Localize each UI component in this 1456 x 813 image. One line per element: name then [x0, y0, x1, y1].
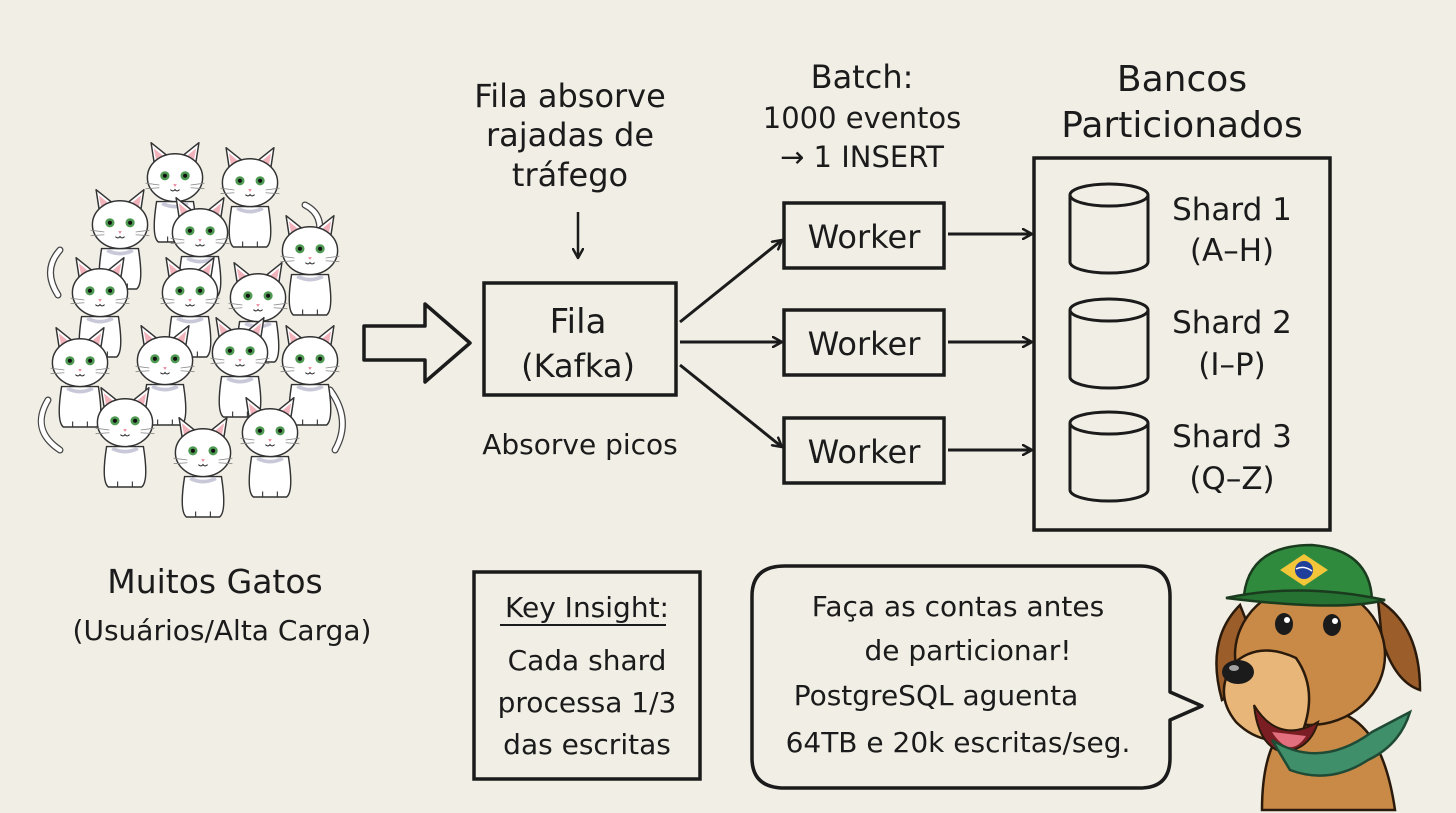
cats-title: Muitos Gatos — [107, 562, 322, 601]
shard-2-range: (I–P) — [1198, 347, 1266, 383]
batch-title: Batch: — [811, 58, 914, 96]
shard-3-range: (Q–Z) — [1189, 461, 1274, 497]
hollow-arrow-to-queue — [362, 302, 472, 384]
worker-label-2: Worker — [808, 325, 922, 363]
insight-line1: Cada shard — [508, 644, 667, 677]
insight-title: Key Insight: — [505, 591, 669, 624]
databases-box — [1032, 156, 1332, 532]
worker-label-3: Worker — [808, 433, 922, 471]
insight-box — [472, 570, 702, 781]
queue-caption: Absorve picos — [482, 428, 678, 461]
shard-3-cylinder-icon — [1068, 410, 1150, 503]
shard-2-name: Shard 2 — [1172, 305, 1292, 341]
insight-line3: das escritas — [503, 728, 671, 761]
worker-box-2 — [782, 308, 946, 377]
queue-subtitle: (Kafka) — [521, 347, 635, 385]
batch-line1: 1000 eventos — [763, 101, 961, 135]
shard-2-cylinder-icon — [1068, 297, 1150, 390]
shard-1-cylinder-icon — [1068, 182, 1150, 275]
databases-title-line2: Particionados — [1061, 105, 1302, 146]
worker-box-3 — [782, 416, 946, 485]
worker-label-1: Worker — [808, 218, 922, 256]
queue-note-line2: rajadas de — [486, 116, 654, 154]
queue-to-worker1-arrow — [679, 240, 782, 324]
queue-note-line3: tráfego — [512, 156, 628, 194]
speech-line2: de particionar! — [864, 634, 1071, 667]
speech-line4: 64TB e 20k escritas/seg. — [786, 726, 1131, 759]
databases-title-line1: Bancos — [1117, 59, 1247, 100]
queue-note-line1: Fila absorve — [474, 77, 666, 115]
queue-title: Fila — [550, 302, 607, 342]
dog-mascot-illustration — [1215, 543, 1422, 812]
speech-bubble — [750, 564, 1204, 790]
speech-line1: Faça as contas antes — [812, 590, 1104, 623]
queue-box — [482, 281, 678, 397]
cats-subtitle: (Usuários/Alta Carga) — [73, 614, 372, 647]
batch-line2: → 1 INSERT — [780, 140, 944, 174]
cat-crowd-illustration — [37, 140, 346, 519]
worker-box-1 — [782, 201, 946, 270]
insight-line2: processa 1/3 — [498, 686, 677, 719]
speech-line3: PostgreSQL aguenta — [794, 679, 1079, 712]
shard-1-range: (A–H) — [1190, 233, 1274, 269]
shard-3-name: Shard 3 — [1172, 419, 1292, 455]
queue-to-worker3-arrow — [679, 363, 782, 447]
shard-1-name: Shard 1 — [1172, 192, 1292, 228]
